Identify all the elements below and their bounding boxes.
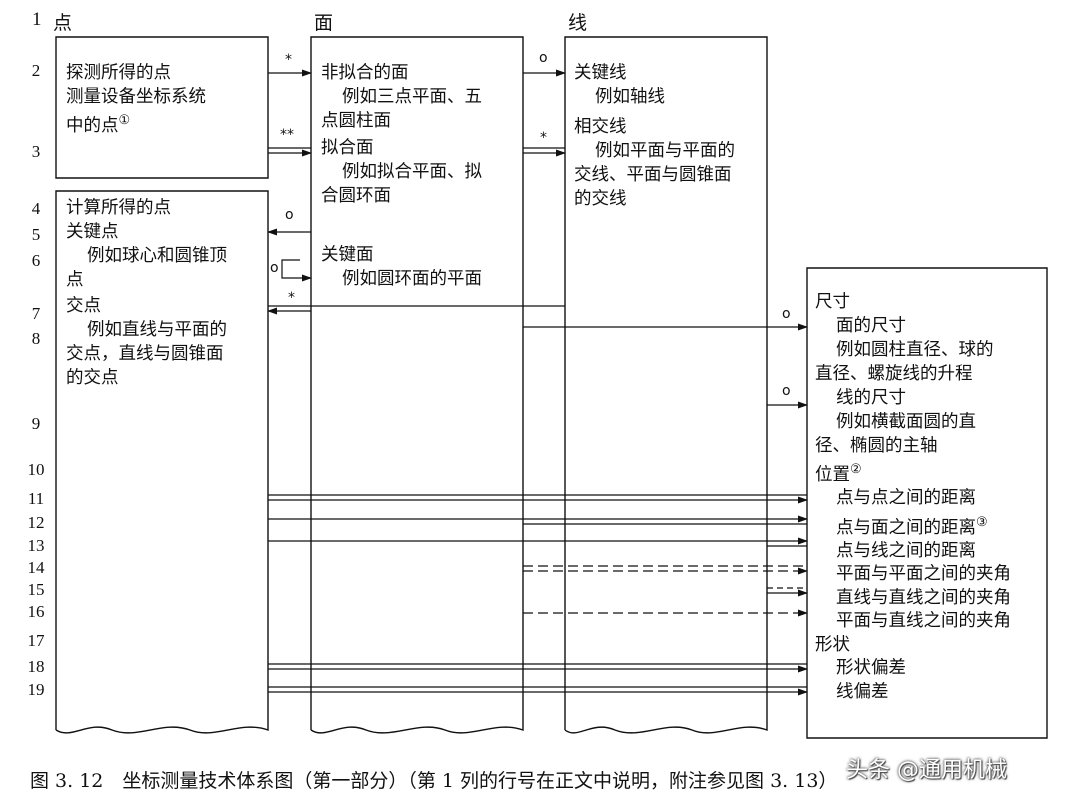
line-box xyxy=(564,36,768,734)
intersection-example: 的交点 xyxy=(66,368,119,388)
intersect-line-label: 相交线 xyxy=(574,117,627,137)
non-fitted-example: 点圆柱面 xyxy=(321,111,391,131)
fitted-example: 合圆环面 xyxy=(321,186,391,206)
single-asterisk-symbol: * xyxy=(288,290,295,306)
row-number: 7 xyxy=(31,304,41,323)
form-label: 形状 xyxy=(815,634,850,655)
measured-points-line: 中的点① xyxy=(66,113,131,136)
position-item: 直线与直线之间的夹角 xyxy=(836,587,1011,608)
row-number: 13 xyxy=(27,536,45,555)
double-asterisk-symbol: ** xyxy=(280,127,294,143)
result-dimension-text: 尺寸 面的尺寸 例如圆柱直径、球的 直径、螺旋线的升程 线的尺寸 例如横截面圆的… xyxy=(815,290,994,487)
intersect-line-example: 例如平面与平面的 xyxy=(595,141,735,161)
col-header-line: 线 xyxy=(568,12,588,34)
position-item: 点与线之间的距离 xyxy=(836,540,976,561)
line-dim-example: 径、椭圆的主轴 xyxy=(815,436,938,456)
line-dim-example: 例如横截面圆的直 xyxy=(836,412,976,432)
arrow-keysurface-loop xyxy=(281,259,312,282)
intersect-line-example: 交线、平面与圆锥面 xyxy=(574,165,732,185)
position-item: 平面与直线之间的夹角 xyxy=(836,611,1011,632)
key-point-example: 例如球心和圆锥顶 xyxy=(87,246,227,266)
row-number: 15 xyxy=(27,580,45,599)
dimension-label: 尺寸 xyxy=(815,292,850,312)
row-number: 5 xyxy=(31,225,41,244)
position-item: 点与点之间的距离 xyxy=(836,488,976,508)
watermark: 头条 @通用机械 xyxy=(846,758,1007,783)
col-header-point: 点 xyxy=(53,12,73,34)
calc-points-text: 计算所得的点 关键点 例如球心和圆锥顶 点 交点 例如直线与平面的 交点，直线与… xyxy=(66,196,227,390)
position-item: 点与面之间的距离③ xyxy=(836,514,988,538)
key-point-label: 关键点 xyxy=(66,222,119,242)
key-point-example: 点 xyxy=(66,270,84,290)
calc-box xyxy=(55,190,269,734)
row-number: 8 xyxy=(31,329,41,348)
key-line-label: 关键线 xyxy=(574,63,627,83)
row-number: 17 xyxy=(27,631,45,650)
row-number: 18 xyxy=(27,657,45,676)
fitted-surface-label: 拟合面 xyxy=(321,138,374,158)
intersect-line-example: 的交线 xyxy=(574,189,627,209)
intersection-example: 例如直线与平面的 xyxy=(87,320,227,340)
fitted-example: 例如拟合平面、拟 xyxy=(342,162,482,182)
key-surface-text: 关键面 例如圆环面的平面 xyxy=(321,243,482,291)
circle-symbol: o xyxy=(782,306,791,322)
measured-points-line: 测量设备坐标系统 xyxy=(66,87,206,107)
row-number: 16 xyxy=(27,602,45,621)
surface-box xyxy=(310,36,524,734)
row-number: 9 xyxy=(31,414,41,433)
circle-symbol: o xyxy=(539,50,548,66)
position-item: 平面与平面之间的夹角 xyxy=(836,564,1011,585)
key-line-example: 例如轴线 xyxy=(595,87,665,107)
intersection-point-label: 交点 xyxy=(66,296,101,316)
circle-symbol: o xyxy=(270,260,279,276)
row-number: 4 xyxy=(31,199,41,218)
calc-points-title: 计算所得的点 xyxy=(66,198,171,218)
measured-points-line: 探测所得的点 xyxy=(66,63,171,83)
figure-caption: 图 3. 12 坐标测量技术体系图（第一部分）（第 1 列的行号在正文中说明，附… xyxy=(30,770,838,792)
row-number: 3 xyxy=(31,142,41,161)
key-surface-example: 例如圆环面的平面 xyxy=(342,269,482,289)
points-box xyxy=(55,36,269,179)
footnote-1: ① xyxy=(118,113,131,128)
surface-dim-example: 例如圆柱直径、球的 xyxy=(836,340,994,360)
row-number: 6 xyxy=(31,251,41,270)
surface-text: 非拟合的面 例如三点平面、五 点圆柱面 拟合面 例如拟合平面、拟 合圆环面 xyxy=(321,61,482,208)
single-asterisk-symbol: * xyxy=(285,52,292,68)
col-header-num: 1 xyxy=(32,9,42,30)
footnote-3: ③ xyxy=(976,514,988,530)
surface-dim-example: 直径、螺旋线的升程 xyxy=(815,364,973,384)
position-label: 位置② xyxy=(815,462,862,485)
form-item: 线偏差 xyxy=(836,681,889,702)
row-number: 10 xyxy=(27,460,45,479)
non-fitted-example: 例如三点平面、五 xyxy=(342,87,482,107)
row-number: 14 xyxy=(27,558,45,577)
key-surface-label: 关键面 xyxy=(321,245,374,265)
row-number: 19 xyxy=(27,680,45,699)
result-position-items: 点与点之间的距离 点与面之间的距离③ 点与线之间的距离 平面与平面之间的夹角 直… xyxy=(815,487,1011,704)
footnote-2: ② xyxy=(850,462,862,477)
line-dim-label: 线的尺寸 xyxy=(836,388,906,408)
row-number: 12 xyxy=(27,513,45,532)
line-text: 关键线 例如轴线 相交线 例如平面与平面的 交线、平面与圆锥面 的交线 xyxy=(574,61,735,211)
surface-dim-label: 面的尺寸 xyxy=(836,316,906,336)
non-fitted-surface-label: 非拟合的面 xyxy=(321,63,409,83)
circle-symbol: o xyxy=(285,207,294,223)
form-item: 形状偏差 xyxy=(836,658,906,679)
col-header-surface: 面 xyxy=(314,12,334,34)
result-box xyxy=(806,267,1048,739)
row-number: 11 xyxy=(27,489,45,508)
intersection-example: 交点，直线与圆锥面 xyxy=(66,344,224,364)
measured-points-text: 探测所得的点 测量设备坐标系统 中的点① xyxy=(66,61,206,138)
single-asterisk-symbol: * xyxy=(540,130,547,146)
circle-symbol: o xyxy=(782,383,791,399)
row-number: 2 xyxy=(31,61,41,80)
